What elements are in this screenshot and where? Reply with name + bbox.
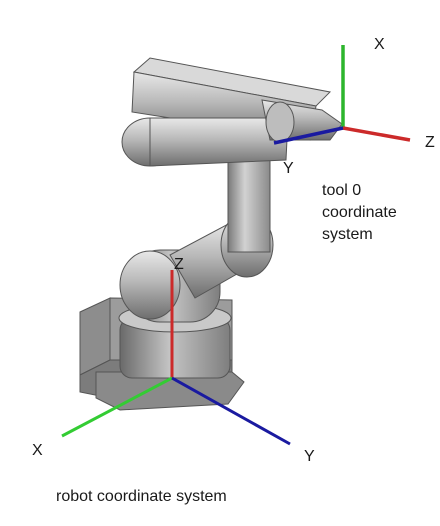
tool-frame-caption: tool 0 coordinate system: [322, 180, 422, 246]
robot-y-axis: [171, 376, 291, 446]
robot-z-label: Z: [174, 256, 184, 273]
robot-frame-caption: robot coordinate system: [56, 488, 227, 505]
tool-y-label: Y: [283, 160, 294, 177]
tool-x-label: X: [374, 36, 385, 53]
tool-z-label: Z: [425, 134, 435, 151]
tool-frame-axes: [273, 45, 411, 145]
robot-x-label: X: [32, 442, 43, 459]
robot-x-axis: [61, 376, 173, 438]
robot-y-label: Y: [304, 448, 315, 465]
tool-caption-line-1: tool 0: [322, 182, 362, 199]
robot-upper-arm: [121, 57, 343, 167]
tool-caption-line-2: coordinate: [322, 204, 397, 221]
tool-caption-line-3: system: [322, 226, 373, 243]
tool-y-axis: [273, 126, 344, 145]
robot-frame-axes: [61, 270, 291, 446]
tool-z-axis: [342, 126, 411, 142]
